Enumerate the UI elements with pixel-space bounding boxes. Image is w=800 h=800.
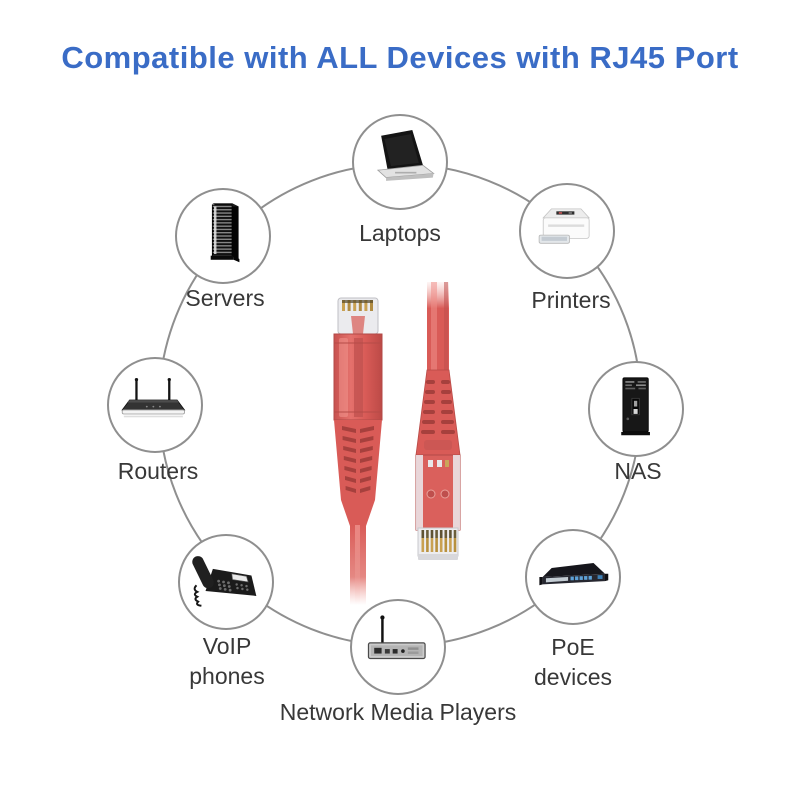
router-icon xyxy=(121,377,186,418)
device-label-routers: Routers xyxy=(117,458,199,484)
device-node-servers xyxy=(175,188,271,284)
rj45-connector-right xyxy=(415,282,461,560)
device-node-laptops xyxy=(352,114,448,210)
device-label-servers: Servers xyxy=(185,285,265,311)
nas-icon xyxy=(621,377,650,436)
device-node-printers xyxy=(519,183,615,279)
device-node-poe xyxy=(525,529,621,625)
device-label-printers: Printers xyxy=(531,287,611,313)
device-label-voip: VoIP phones xyxy=(189,633,265,689)
poe-switch-icon xyxy=(539,563,609,586)
rj45-connector-left xyxy=(333,297,383,605)
device-label-media-players: Network Media Players xyxy=(279,699,517,725)
device-node-nas xyxy=(588,361,684,457)
voip-phone-icon xyxy=(192,556,257,607)
rj45-cable-image xyxy=(333,282,461,605)
device-node-voip xyxy=(178,534,274,630)
server-rack-icon xyxy=(210,203,240,263)
device-label-laptops: Laptops xyxy=(359,220,441,246)
device-label-nas: NAS xyxy=(614,458,662,484)
page-title: Compatible with ALL Devices with RJ45 Po… xyxy=(61,40,739,75)
device-node-routers xyxy=(107,357,203,453)
device-label-poe: PoE devices xyxy=(534,634,612,690)
media-player-icon xyxy=(367,615,426,660)
printer-icon xyxy=(538,208,591,244)
laptop-icon xyxy=(376,130,435,181)
device-node-media-player xyxy=(350,599,446,695)
